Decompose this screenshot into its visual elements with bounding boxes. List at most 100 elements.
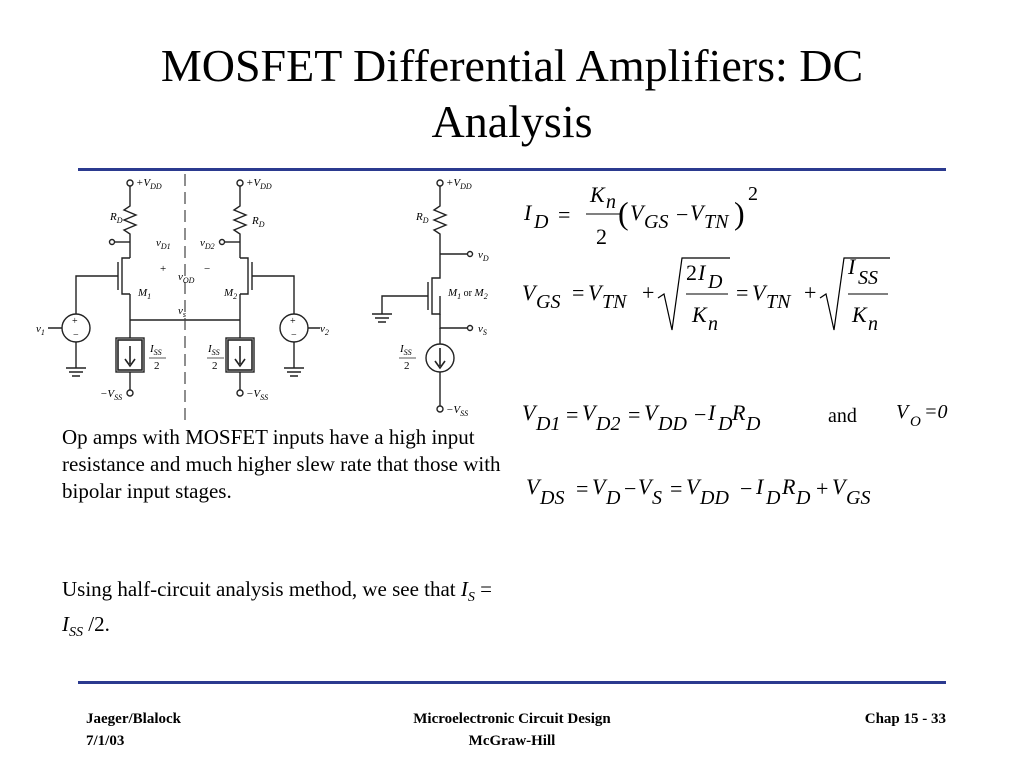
- svg-text:V: V: [752, 280, 768, 305]
- label-v1: v1: [36, 323, 45, 337]
- is-symbol: IS: [460, 577, 475, 606]
- paragraph-op-amps: Op amps with MOSFET inputs have a high i…: [62, 425, 501, 503]
- svg-text:V: V: [522, 400, 538, 425]
- label-iss-half-den: 2: [404, 360, 410, 372]
- svg-text:(: (: [618, 195, 629, 231]
- footer-date: 7/1/03: [86, 733, 125, 749]
- label-v2: v2: [320, 323, 329, 337]
- svg-text:DD: DD: [657, 413, 687, 435]
- svg-text:=: =: [628, 402, 640, 427]
- svg-text:TN: TN: [766, 291, 792, 313]
- svg-text:D: D: [795, 487, 811, 509]
- label-vdd-right: +VDD: [246, 177, 272, 191]
- svg-text:2: 2: [596, 224, 607, 249]
- label-m2: M2: [223, 287, 237, 301]
- svg-text:R: R: [731, 400, 746, 425]
- label-half-vd: vD: [478, 249, 489, 263]
- svg-text:TN: TN: [704, 211, 730, 233]
- and-text: and: [828, 405, 857, 427]
- label-v2-plus: +: [290, 316, 296, 327]
- svg-text:n: n: [606, 191, 616, 213]
- svg-text:I: I: [707, 400, 717, 425]
- bottom-divider: [78, 681, 946, 684]
- svg-text:S: S: [652, 487, 662, 509]
- iss-symbol: ISS: [62, 612, 83, 641]
- svg-text:V: V: [644, 400, 660, 425]
- label-iss-half: ISS: [399, 343, 412, 357]
- label-vd2: vD2: [200, 237, 215, 251]
- label-half-m: M1 or M2: [447, 287, 488, 301]
- svg-text:TN: TN: [602, 291, 628, 313]
- footer-left: Jaeger/Blalock 7/1/03: [86, 708, 181, 752]
- svg-text:=: =: [736, 280, 748, 305]
- footer-chapter: Chap 15 - 33: [864, 711, 946, 727]
- label-iss-left: ISS: [149, 343, 162, 357]
- slide-title: MOSFET Differential Amplifiers: DC Analy…: [0, 38, 1024, 150]
- svg-text:D: D: [533, 211, 549, 233]
- svg-text:D: D: [717, 413, 733, 435]
- label-vd1: vD1: [156, 237, 171, 251]
- label-iss-right-den: 2: [212, 360, 218, 372]
- title-line-2: Analysis: [431, 96, 593, 147]
- svg-text:I: I: [847, 254, 857, 279]
- label-vdd-half: +VDD: [446, 177, 472, 191]
- svg-text:V: V: [526, 474, 542, 499]
- svg-text:GS: GS: [644, 211, 668, 233]
- label-minus-od: −: [204, 263, 210, 275]
- svg-text:D2: D2: [595, 413, 620, 435]
- svg-text:SS: SS: [858, 267, 878, 289]
- label-vs: vs: [178, 305, 186, 319]
- top-divider: [78, 168, 946, 171]
- svg-text:R: R: [781, 474, 796, 499]
- svg-text:−: −: [694, 402, 706, 427]
- label-vss-left: −VSS: [100, 388, 122, 402]
- svg-text:−: −: [676, 202, 688, 227]
- svg-text:=: =: [572, 280, 584, 305]
- label-vod: vOD: [178, 271, 195, 285]
- svg-text:DS: DS: [539, 487, 564, 509]
- svg-text:D: D: [605, 487, 621, 509]
- svg-text:−: −: [624, 476, 636, 501]
- svg-text:V: V: [638, 474, 654, 499]
- svg-text:D: D: [745, 413, 761, 435]
- svg-text:V: V: [832, 474, 848, 499]
- svg-text:I: I: [523, 200, 533, 225]
- label-iss-left-den: 2: [154, 360, 160, 372]
- label-vdd-left: +VDD: [136, 177, 162, 191]
- svg-text:V: V: [522, 280, 538, 305]
- svg-text:2: 2: [748, 183, 758, 205]
- label-vss-half: −VSS: [446, 404, 468, 418]
- footer-center: Microelectronic Circuit Design McGraw-Hi…: [362, 708, 662, 752]
- svg-text:−: −: [740, 476, 752, 501]
- svg-text:=: =: [576, 476, 588, 501]
- svg-text:D: D: [765, 487, 781, 509]
- svg-text:GS: GS: [536, 291, 560, 313]
- paragraph-half-circuit: Using half-circuit analysis method, we s…: [62, 576, 507, 646]
- para2-text: Using half-circuit analysis method, we s…: [62, 577, 461, 601]
- label-v1-minus: −: [73, 330, 79, 341]
- svg-text:V: V: [686, 474, 702, 499]
- svg-text:D: D: [707, 271, 723, 293]
- svg-text:K: K: [851, 302, 868, 327]
- label-plus-od: +: [160, 263, 166, 275]
- svg-text:V: V: [588, 280, 604, 305]
- svg-text:K: K: [691, 302, 708, 327]
- vo-subscript: O: [910, 414, 921, 430]
- label-rd-half: RD: [415, 211, 429, 225]
- vo-value: =0: [924, 401, 948, 423]
- svg-text:=: =: [670, 476, 682, 501]
- svg-text:=: =: [558, 202, 570, 227]
- svg-text:+: +: [642, 280, 654, 305]
- label-iss-right: ISS: [207, 343, 220, 357]
- svg-text:V: V: [630, 200, 646, 225]
- label-vss-right: −VSS: [246, 388, 268, 402]
- svg-text:DD: DD: [699, 487, 729, 509]
- svg-text:n: n: [868, 313, 878, 335]
- svg-text:+: +: [804, 280, 816, 305]
- svg-text:=: =: [566, 402, 578, 427]
- circuit-diagram: +VDD +VDD +VDD RD RD RD vD1 vD2 + − vOD …: [36, 174, 489, 420]
- para2-end: /2.: [83, 612, 110, 637]
